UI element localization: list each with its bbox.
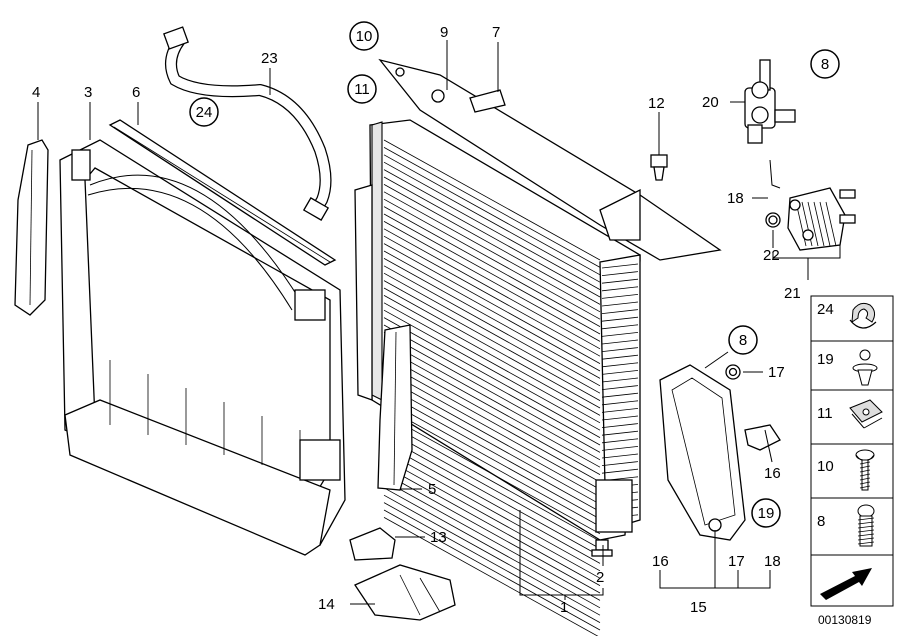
oil-cooler xyxy=(787,187,856,251)
label-17-upper: 17 xyxy=(768,364,785,381)
seal-ring-17 xyxy=(725,364,741,380)
svg-text:24: 24 xyxy=(196,104,213,121)
svg-text:8: 8 xyxy=(821,56,829,73)
circled-label-24: 24 xyxy=(189,97,219,127)
svg-text:11: 11 xyxy=(354,81,370,98)
label-6: 6 xyxy=(132,84,140,101)
legend-label-24: 24 xyxy=(817,301,834,318)
clip-18 xyxy=(769,159,781,189)
drain-screw xyxy=(591,539,613,557)
leader-lines xyxy=(37,40,841,605)
clip-icon xyxy=(849,302,877,329)
bracket-13 xyxy=(349,527,396,561)
upper-bracket xyxy=(378,58,722,261)
svg-text:10: 10 xyxy=(356,28,373,45)
legend-label-10: 10 xyxy=(817,458,834,475)
label-21: 21 xyxy=(784,285,801,302)
label-2: 2 xyxy=(596,569,604,586)
callout-labels: 1 2 3 4 5 6 7 9 12 13 14 15 16 16 17 17 … xyxy=(32,24,801,616)
circled-labels: 10 11 24 8 8 19 xyxy=(189,21,840,528)
screw-icon xyxy=(855,449,875,491)
o-ring-22 xyxy=(765,212,781,228)
bracket-14 xyxy=(354,564,456,621)
legend-label-19: 19 xyxy=(817,351,834,368)
svg-text:8: 8 xyxy=(739,332,747,349)
legend-label-11: 11 xyxy=(817,405,833,422)
label-5: 5 xyxy=(428,481,436,498)
sensor-12 xyxy=(650,154,668,181)
svg-text:19: 19 xyxy=(758,505,775,522)
direction-arrow-icon xyxy=(814,560,890,602)
legend-label-8: 8 xyxy=(817,513,825,530)
bracket-16 xyxy=(744,424,781,451)
fan-frame xyxy=(59,139,346,556)
label-12: 12 xyxy=(648,95,665,112)
label-20: 20 xyxy=(702,94,719,111)
holder-7 xyxy=(469,89,506,113)
label-13: 13 xyxy=(430,529,447,546)
circled-label-10: 10 xyxy=(349,21,379,51)
label-9: 9 xyxy=(440,24,448,41)
label-17-lower: 17 xyxy=(728,553,745,570)
label-4: 4 xyxy=(32,84,40,101)
rivet-icon xyxy=(852,349,878,386)
nut-icon xyxy=(849,399,883,429)
fastener-legend: 24 19 11 10 8 xyxy=(810,295,894,607)
circled-label-8-top: 8 xyxy=(810,49,840,79)
seal-strip xyxy=(108,119,337,266)
label-3: 3 xyxy=(84,84,92,101)
label-15: 15 xyxy=(690,599,707,616)
label-18-upper: 18 xyxy=(727,190,744,207)
label-23: 23 xyxy=(261,50,278,67)
label-7: 7 xyxy=(492,24,500,41)
label-1: 1 xyxy=(560,599,568,616)
circled-label-19: 19 xyxy=(751,498,781,528)
hose xyxy=(163,26,332,221)
side-panel-right xyxy=(377,324,413,491)
label-16-upper: 16 xyxy=(764,465,781,482)
circled-label-11: 11 xyxy=(347,74,377,104)
thermostat-housing xyxy=(744,59,796,144)
bolt-icon xyxy=(857,504,875,547)
circled-label-8-mid: 8 xyxy=(728,325,758,355)
label-22: 22 xyxy=(763,247,780,264)
air-duct xyxy=(659,364,746,541)
diagram-code: 00130819 xyxy=(818,613,872,627)
label-18-lower: 18 xyxy=(764,553,781,570)
label-14: 14 xyxy=(318,596,335,613)
side-cover-left xyxy=(14,139,49,316)
radiator xyxy=(354,119,641,636)
label-16-lower: 16 xyxy=(652,553,669,570)
